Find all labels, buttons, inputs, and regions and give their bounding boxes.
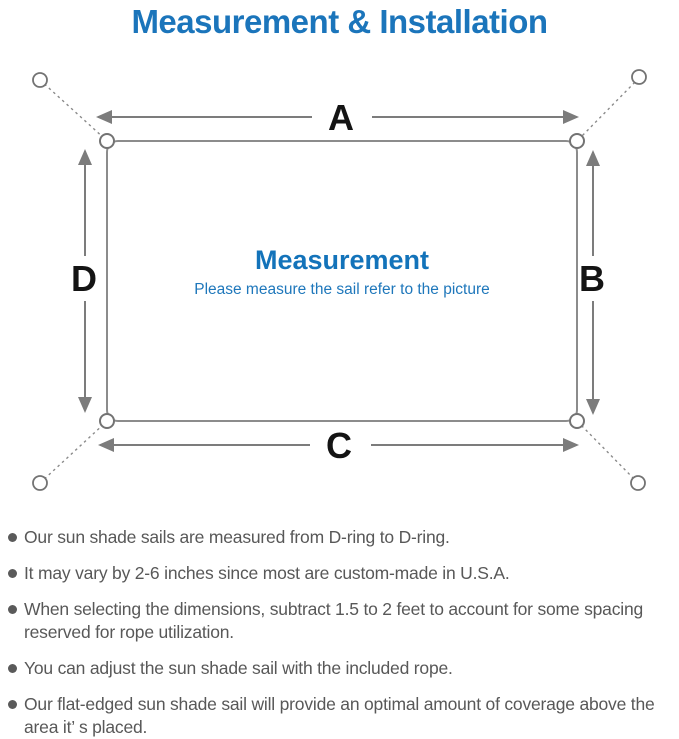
anchor-point-top-right: [631, 69, 647, 85]
note-text: It may vary by 2-6 inches since most are…: [24, 563, 510, 583]
note-item: You can adjust the sun shade sail with t…: [0, 657, 679, 680]
sail-outline: [106, 140, 578, 422]
d-ring-bottom-left: [99, 413, 115, 429]
dim-label-a: A: [328, 97, 354, 138]
rope-dashed-bottom-left: [39, 422, 106, 484]
note-item: Our flat-edged sun shade sail will provi…: [0, 693, 679, 739]
note-item: It may vary by 2-6 inches since most are…: [0, 562, 679, 585]
note-item: When selecting the dimensions, subtract …: [0, 598, 679, 644]
note-text: When selecting the dimensions, subtract …: [24, 599, 644, 642]
measurement-diagram: A C D B Measurement Please measure the s…: [0, 45, 679, 505]
diagram-center-subtitle: Please measure the sail refer to the pic…: [194, 281, 490, 298]
dim-label-b: B: [579, 258, 605, 299]
notes-list: Our sun shade sails are measured from D-…: [0, 526, 679, 739]
anchor-point-bottom-left: [32, 475, 48, 491]
note-item: Our sun shade sails are measured from D-…: [0, 526, 679, 549]
diagram-center-title: Measurement: [255, 245, 429, 275]
dim-label-d: D: [71, 258, 97, 299]
note-text: You can adjust the sun shade sail with t…: [24, 658, 453, 678]
note-text: Our flat-edged sun shade sail will provi…: [24, 694, 655, 737]
d-ring-top-left: [99, 133, 115, 149]
page-title: Measurement & Installation: [131, 3, 548, 40]
d-ring-bottom-right: [569, 413, 585, 429]
bullet-icon: [8, 664, 17, 673]
diagram-canvas: A C D B Measurement Please measure the s…: [32, 69, 647, 491]
rope-dashed-top-right: [578, 77, 640, 140]
bullet-icon: [8, 700, 17, 709]
note-text: Our sun shade sails are measured from D-…: [24, 527, 450, 547]
bullet-icon: [8, 569, 17, 578]
d-ring-top-right: [569, 133, 585, 149]
bullet-icon: [8, 533, 17, 542]
anchor-point-top-left: [32, 72, 48, 88]
dim-label-c: C: [326, 425, 352, 466]
rope-dashed-bottom-right: [578, 422, 639, 484]
rope-dashed-top-left: [39, 79, 106, 140]
anchor-point-bottom-right: [630, 475, 646, 491]
bullet-icon: [8, 605, 17, 614]
